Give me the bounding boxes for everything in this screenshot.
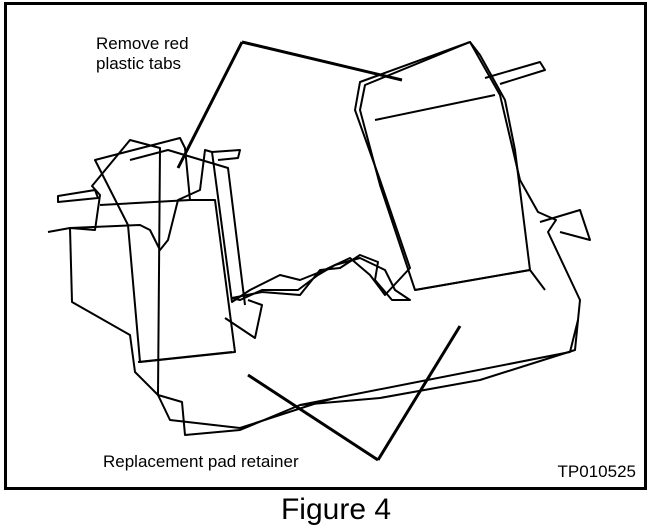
callout-remove-tabs: Remove red plastic tabs <box>96 34 189 73</box>
leader-tab-left <box>176 41 244 169</box>
figure-code: TP010525 <box>557 462 636 481</box>
right-pad <box>359 41 546 291</box>
left-pad <box>94 137 236 363</box>
leader-lines <box>176 40 462 462</box>
leader-retainer-left <box>247 373 379 462</box>
inner-edge <box>224 299 263 339</box>
callout-retainer: Replacement pad retainer <box>103 452 299 471</box>
retainer-plate <box>47 41 591 436</box>
center-notch <box>231 254 411 301</box>
leader-tab-right <box>241 40 403 82</box>
figure-caption: Figure 4 <box>280 493 392 526</box>
figure-frame <box>4 2 647 490</box>
leader-retainer-right <box>376 325 462 461</box>
lower-edge <box>157 319 579 429</box>
